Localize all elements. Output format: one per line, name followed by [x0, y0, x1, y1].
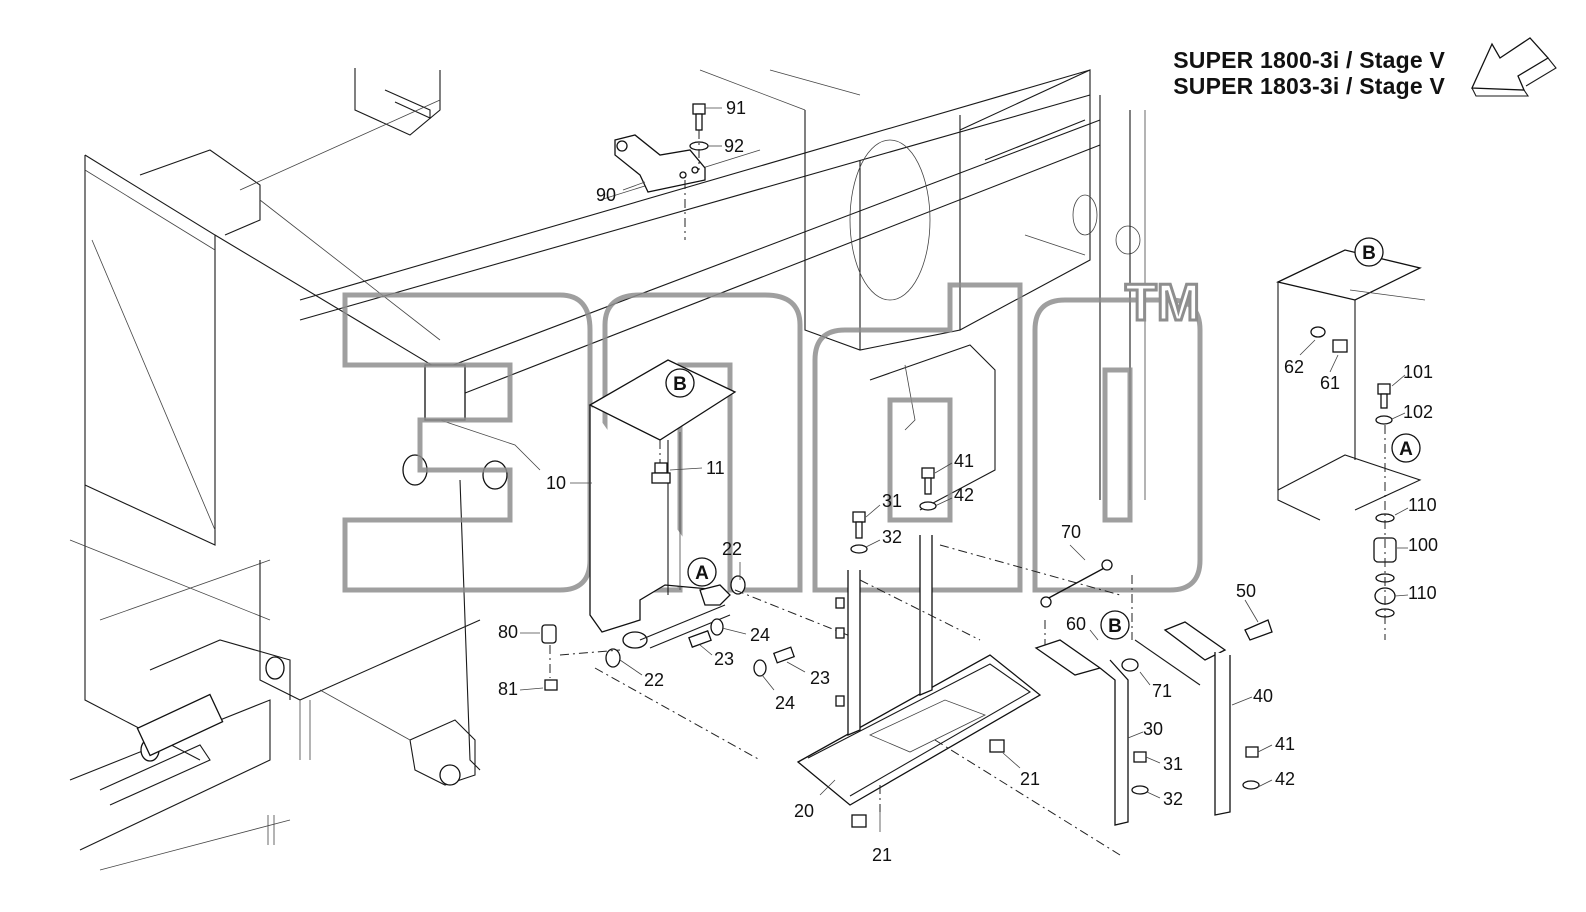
part-label-41-top: 41: [954, 451, 974, 471]
svg-text:A: A: [1399, 439, 1413, 460]
part-label-42-top: 42: [954, 485, 974, 505]
part-label-23-left: 23: [714, 649, 734, 669]
part-label-70: 70: [1061, 522, 1081, 542]
part-label-22-top: 22: [722, 539, 742, 559]
part-label-21-bottom: 21: [872, 845, 892, 865]
bracket-90: [614, 103, 709, 240]
part-label-91: 91: [726, 98, 746, 118]
part-label-101: 101: [1403, 362, 1433, 382]
bracket-10: [541, 359, 861, 761]
callout-b-1: B: [665, 368, 695, 398]
model-title-1800: SUPER 1800-3i / Stage V: [1173, 47, 1445, 73]
part-label-32-top: 32: [882, 527, 902, 547]
part-label-11: 11: [706, 458, 725, 478]
callout-b-3: B: [1354, 237, 1384, 267]
part-label-31-top: 31: [882, 491, 902, 511]
part-label-30: 30: [1143, 719, 1163, 739]
part-label-41-bottom: 41: [1275, 734, 1295, 754]
part-label-22-bottom: 22: [644, 670, 664, 690]
part-label-31-bottom: 31: [1163, 754, 1183, 774]
part-label-20: 20: [794, 801, 814, 821]
direction-arrow-icon: [1471, 37, 1557, 97]
part-label-50: 50: [1236, 581, 1256, 601]
trademark-symbol: TM: [1125, 274, 1200, 332]
watermark-logo: TM: [342, 273, 1203, 593]
machine-frame: [69, 68, 1146, 871]
detail-box: [1276, 249, 1426, 640]
svg-text:B: B: [1362, 243, 1376, 264]
battery-tray-20: [796, 467, 1121, 856]
part-label-90: 90: [596, 185, 616, 205]
part-labels: 91 92 90 10 11 22 22 24 24 23 23 80 81 4…: [498, 98, 1438, 865]
part-label-24-bottom: 24: [775, 693, 795, 713]
callout-a-2: A: [1391, 433, 1421, 463]
callout-b-2: B: [1100, 610, 1130, 640]
part-label-23-right: 23: [810, 668, 830, 688]
leader-lines: [519, 107, 1409, 832]
part-label-92: 92: [724, 136, 744, 156]
part-label-102: 102: [1403, 402, 1433, 422]
svg-text:B: B: [1108, 616, 1122, 637]
part-label-40: 40: [1253, 686, 1273, 706]
part-label-80: 80: [498, 622, 518, 642]
part-label-110-top: 110: [1408, 495, 1437, 515]
part-label-21-right: 21: [1020, 769, 1040, 789]
model-title-1803: SUPER 1803-3i / Stage V: [1173, 73, 1445, 99]
part-label-110-bottom: 110: [1408, 583, 1437, 603]
part-label-32-bottom: 32: [1163, 789, 1183, 809]
part-label-10: 10: [546, 473, 566, 493]
svg-text:A: A: [695, 563, 709, 584]
part-label-24-top: 24: [750, 625, 770, 645]
part-label-100: 100: [1408, 535, 1438, 555]
svg-text:B: B: [673, 374, 687, 395]
part-label-42-bottom: 42: [1275, 769, 1295, 789]
part-label-62: 62: [1284, 357, 1304, 377]
part-label-60: 60: [1066, 614, 1086, 634]
part-label-71: 71: [1152, 681, 1172, 701]
callout-a-1: A: [687, 557, 717, 587]
part-label-61: 61: [1320, 373, 1340, 393]
part-label-81: 81: [498, 679, 518, 699]
